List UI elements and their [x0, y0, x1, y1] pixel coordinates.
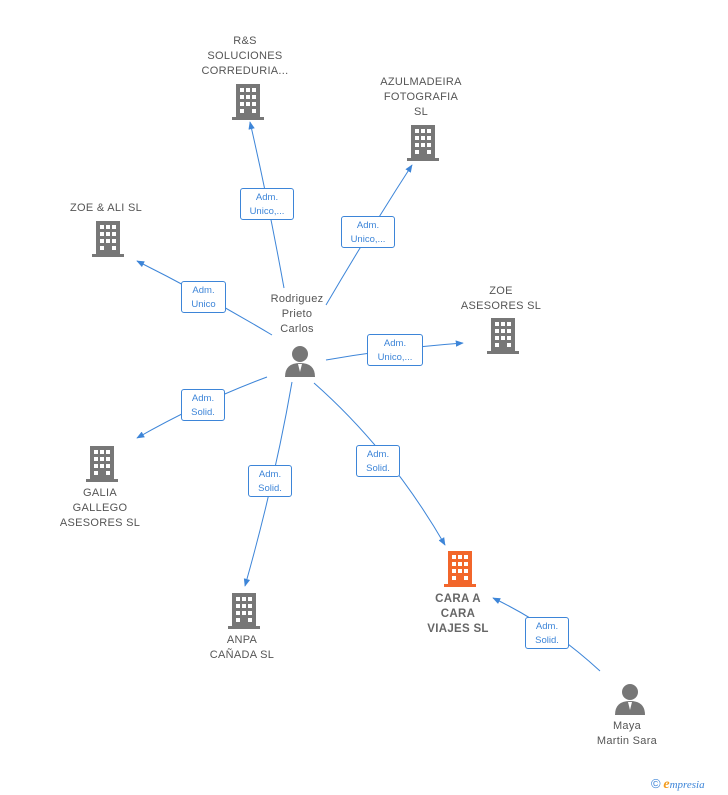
- building-icon[interactable]: [407, 125, 439, 161]
- company-label-anpa[interactable]: ANPA CAÑADA SL: [209, 634, 275, 661]
- company-label-galia[interactable]: GALIA GALLEGO ASESORES SL: [59, 487, 141, 529]
- edge-label-zoeasesores[interactable]: Adm. Unico,...: [367, 334, 423, 366]
- company-label-rys[interactable]: R&S SOLUCIONES CORREDURIA...: [201, 35, 289, 77]
- edge-label-zoeali[interactable]: Adm. Unico: [181, 281, 226, 313]
- edge-label-maya[interactable]: Adm. Solid.: [525, 617, 569, 649]
- company-label-caraacara[interactable]: CARA A CARA VIAJES SL: [427, 593, 489, 635]
- building-icon[interactable]: [92, 221, 124, 257]
- building-icon[interactable]: [228, 593, 260, 629]
- building-icon[interactable]: [487, 318, 519, 354]
- company-label-azulmadeira[interactable]: AZULMADEIRA FOTOGRAFIA SL: [380, 76, 462, 118]
- brand-logo-letter: e: [663, 777, 670, 792]
- copyright-icon: ©: [651, 776, 661, 791]
- brand-logo-text: mpresia: [669, 779, 705, 791]
- edge-label-galia[interactable]: Adm. Solid.: [181, 389, 225, 421]
- building-icon[interactable]: [232, 84, 264, 120]
- edge-label-caraacara[interactable]: Adm. Solid.: [356, 445, 400, 477]
- company-label-zoeali[interactable]: ZOE & ALI SL: [69, 202, 143, 214]
- building-icon[interactable]: [86, 446, 118, 482]
- footer-brand[interactable]: © empresia: [651, 776, 705, 793]
- edge-label-azulmadeira[interactable]: Adm. Unico,...: [341, 216, 395, 248]
- person-icon[interactable]: [285, 345, 315, 377]
- company-label-zoeasesores[interactable]: ZOE ASESORES SL: [460, 285, 542, 312]
- edge-label-rys[interactable]: Adm. Unico,...: [240, 188, 294, 220]
- person-label-maya[interactable]: Maya Martin Sara: [596, 720, 658, 747]
- edge-label-anpa[interactable]: Adm. Solid.: [248, 465, 292, 497]
- person-label-rodriguez[interactable]: Rodriguez Prieto Carlos: [270, 293, 324, 335]
- building-focus-icon[interactable]: [444, 551, 476, 587]
- person-icon[interactable]: [615, 683, 645, 715]
